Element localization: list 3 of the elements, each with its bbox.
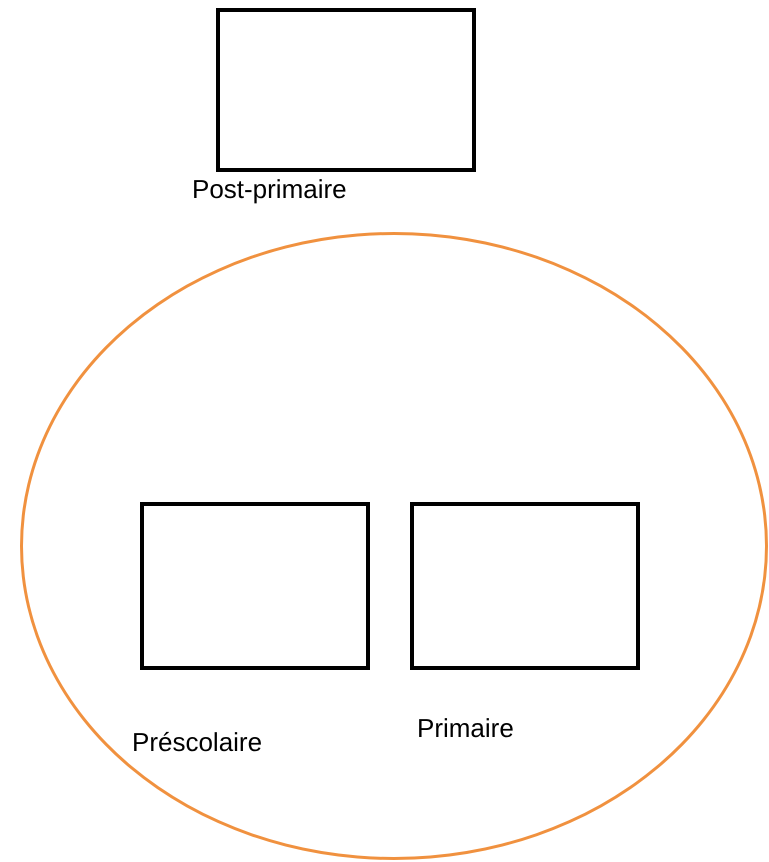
box-label: Préscolaire <box>132 727 262 757</box>
box-label: Primaire <box>417 713 514 743</box>
box-label: Post-primaire <box>192 174 347 204</box>
